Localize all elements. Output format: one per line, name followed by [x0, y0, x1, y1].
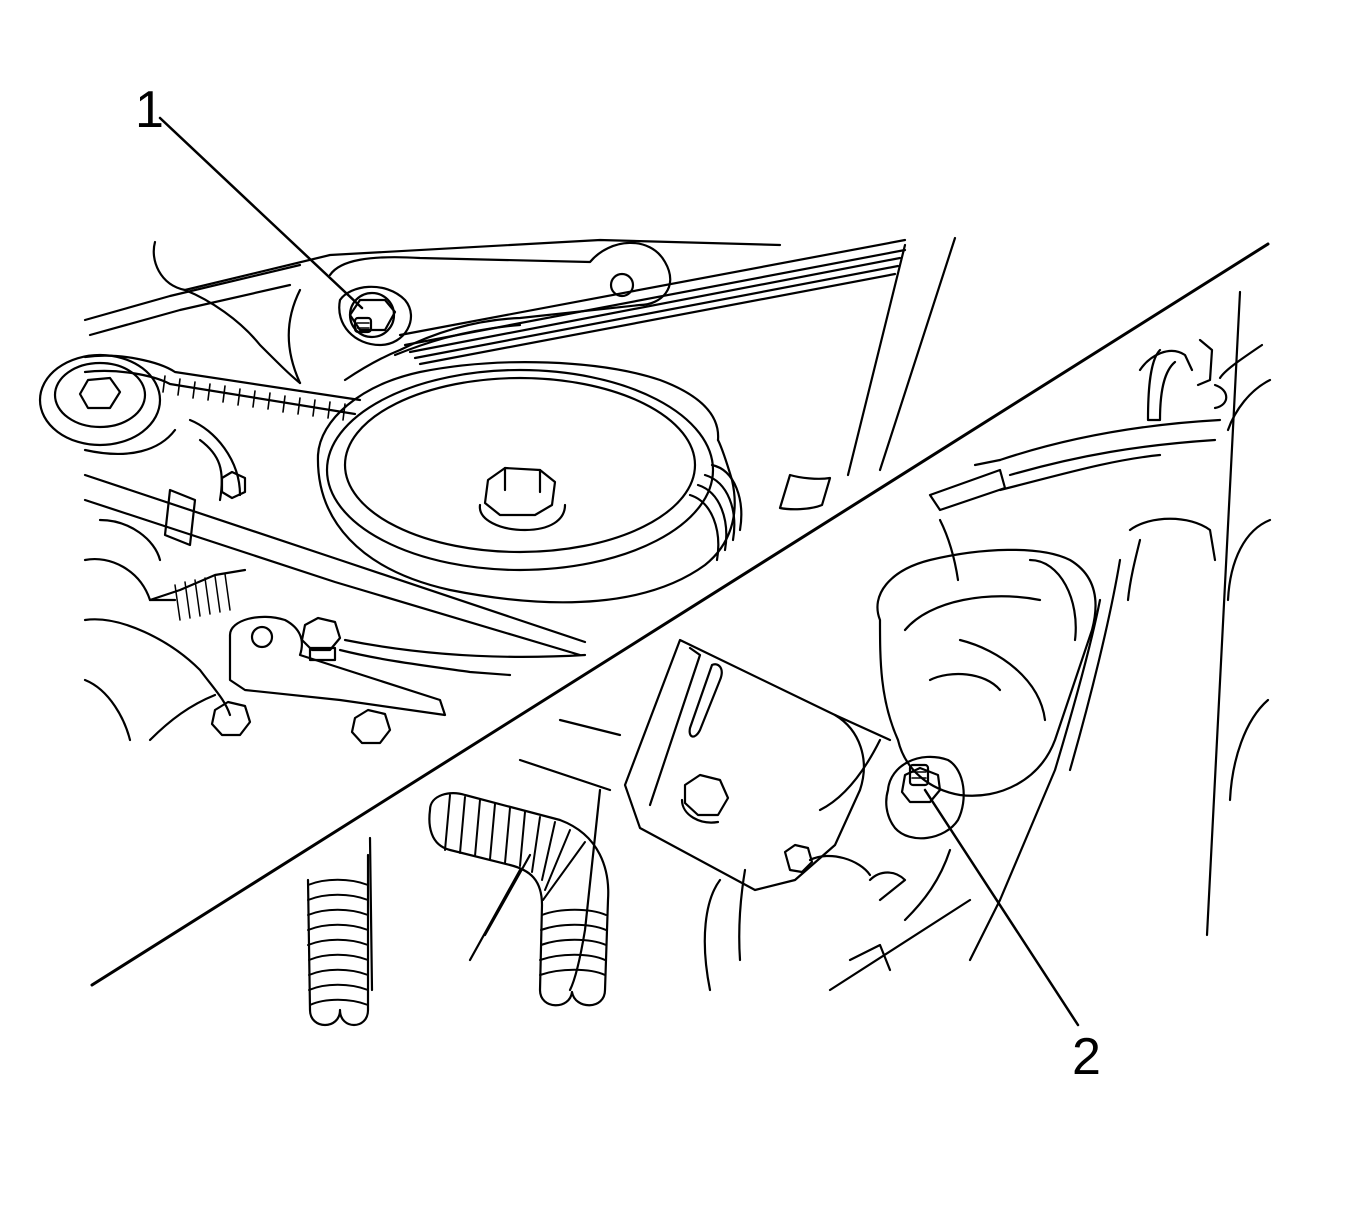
callout-number-2: 2 — [1072, 1028, 1101, 1086]
bolt-1 — [348, 291, 397, 339]
corrugated-hose-left — [306, 853, 370, 1026]
bolt-2 — [885, 755, 965, 840]
leader-line-2 — [923, 788, 1080, 1027]
crankshaft-pulley — [316, 361, 743, 604]
callout-number-1: 1 — [135, 81, 164, 139]
callout-2: 2 — [923, 788, 1101, 1086]
view-divider-line — [90, 242, 1270, 987]
callout-1: 1 — [135, 81, 364, 310]
engine-pulley-view — [38, 236, 957, 745]
engine-mount-view — [306, 290, 1272, 1026]
corrugated-hose-right — [428, 792, 610, 1007]
leader-line-1 — [158, 116, 364, 310]
